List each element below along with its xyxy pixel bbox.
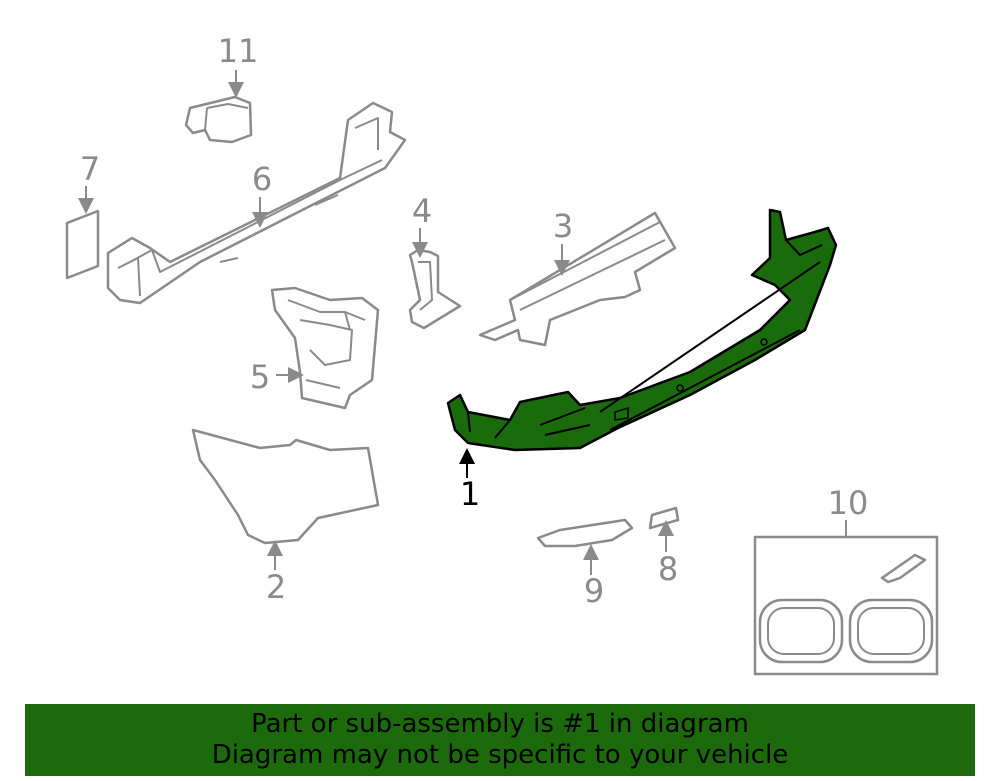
callout-2[interactable]: 2	[266, 540, 286, 606]
banner-line-2: Diagram may not be specific to your vehi…	[211, 740, 789, 770]
part-11-bracket	[184, 95, 253, 144]
info-banner: Part or sub-assembly is #1 in diagram Di…	[25, 704, 975, 776]
svg-text:8: 8	[658, 550, 678, 588]
callout-11[interactable]: 11	[218, 32, 259, 98]
callout-9[interactable]: 9	[583, 544, 604, 610]
part-3-rail	[478, 211, 677, 347]
part-2-panel	[191, 428, 380, 545]
svg-text:4: 4	[412, 192, 432, 230]
svg-text:6: 6	[252, 160, 272, 198]
svg-text:1: 1	[460, 475, 480, 513]
callout-5[interactable]: 5	[250, 358, 304, 396]
grille-right	[848, 598, 934, 664]
part-7-pad	[65, 209, 100, 280]
svg-text:5: 5	[250, 358, 270, 396]
part-6-reinforcement	[106, 101, 407, 305]
svg-text:10: 10	[828, 484, 869, 522]
callout-1[interactable]: 1	[459, 448, 480, 513]
part-1-bumper-shape[interactable]	[446, 208, 838, 452]
callout-3[interactable]: 3	[553, 207, 573, 276]
part-4-bracket	[408, 248, 462, 330]
part-8-clip	[648, 506, 680, 530]
callout-8[interactable]: 8	[658, 520, 678, 588]
part-5-bracket	[270, 286, 380, 410]
part-10-grille-kit	[753, 535, 939, 676]
callout-4[interactable]: 4	[412, 192, 432, 258]
banner-line-1: Part or sub-assembly is #1 in diagram	[251, 709, 749, 739]
part-9-trim-strip	[536, 518, 634, 548]
svg-text:2: 2	[266, 568, 286, 606]
svg-text:7: 7	[80, 150, 100, 188]
parts-diagram: 11 7 6 4 3 5	[65, 32, 939, 676]
grille-left	[758, 598, 844, 664]
callout-10[interactable]: 10	[828, 484, 869, 537]
callout-6[interactable]: 6	[252, 160, 272, 228]
svg-text:11: 11	[218, 32, 259, 70]
callout-7[interactable]: 7	[78, 150, 100, 214]
svg-text:9: 9	[584, 572, 604, 610]
svg-text:3: 3	[553, 207, 573, 245]
part-1-bumper[interactable]	[446, 208, 838, 452]
